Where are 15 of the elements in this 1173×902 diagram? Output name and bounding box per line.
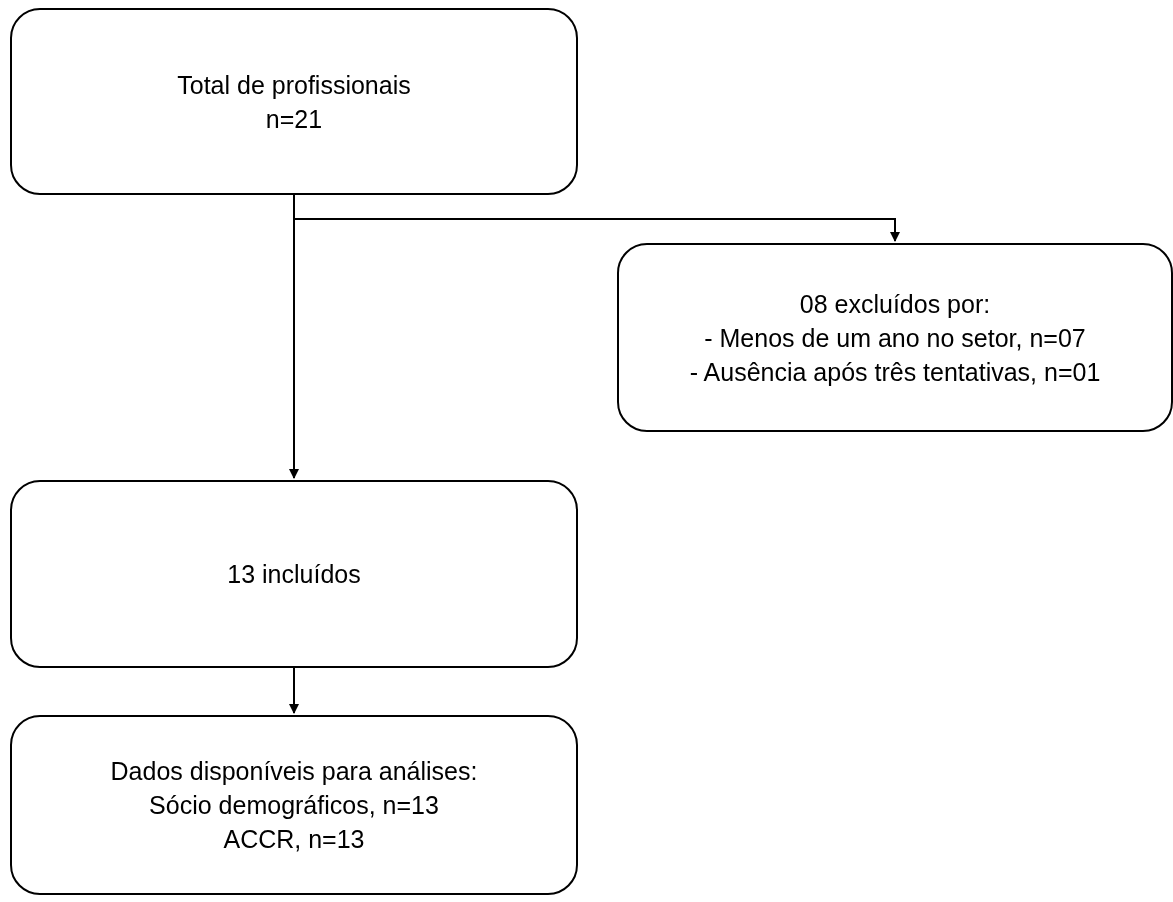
- node-text: - Menos de um ano no setor, n=07: [704, 322, 1086, 354]
- process-box: [10, 480, 578, 668]
- node-text: Sócio demográficos, n=13: [149, 790, 439, 821]
- node-text: n=21: [265, 103, 323, 135]
- node-text: 08 excluídos por:: [799, 288, 991, 320]
- arrow: [289, 667, 299, 714]
- process-box: [10, 8, 578, 195]
- exclusion-box: [617, 243, 1173, 432]
- node-text: Total de profissionais: [177, 69, 411, 101]
- node-text: Dados disponíveis para análises:: [110, 756, 478, 787]
- arrow: [289, 194, 299, 479]
- process-box: [10, 715, 578, 895]
- node-text: - Ausência após três tentativas, n=01: [689, 356, 1101, 388]
- node-text: 13 incluídos: [227, 559, 361, 590]
- node-text: ACCR, n=13: [223, 824, 365, 855]
